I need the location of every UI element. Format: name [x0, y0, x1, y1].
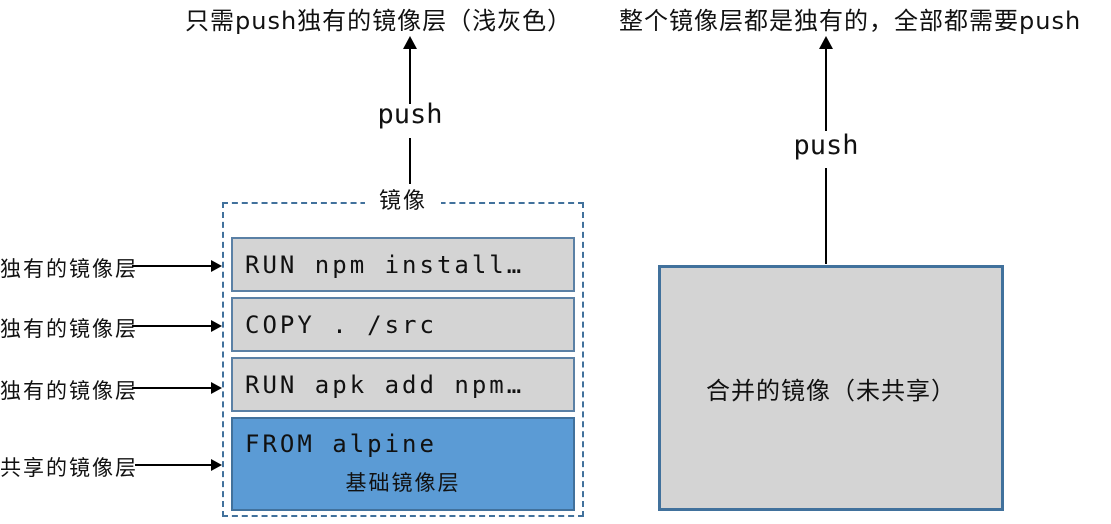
row-arrow-line-3: [132, 387, 212, 389]
right-push-arrow-upper-line: [825, 47, 827, 131]
left-push-arrowhead-icon: [403, 36, 417, 49]
row-label-unique-2: 独有的镜像层: [0, 317, 138, 341]
image-box-title: 镜像: [364, 189, 442, 215]
image-box: 镜像 RUN npm install… COPY . /src RUN apk …: [222, 189, 584, 517]
row-arrowhead-2-icon: [211, 320, 222, 332]
layer-from-alpine: FROM alpine 基础镜像层: [231, 417, 575, 511]
row-arrowhead-3-icon: [211, 382, 222, 394]
row-label-shared: 共享的镜像层: [0, 456, 138, 480]
row-arrowhead-4-icon: [211, 459, 222, 471]
right-push-label: push: [793, 130, 859, 161]
row-arrowhead-1-icon: [211, 260, 222, 272]
row-arrow-line-4: [135, 464, 212, 466]
layer-copy-src: COPY . /src: [231, 297, 575, 352]
merged-image-box: 合并的镜像（未共享）: [658, 265, 1004, 511]
caption-left-push-unique: 只需push独有的镜像层（浅灰色）: [185, 7, 573, 35]
caption-right-push-all: 整个镜像层都是独有的，全部都需要push: [619, 7, 1082, 35]
left-push-arrow-upper-line: [409, 47, 411, 104]
right-push-arrow-lower-line: [825, 168, 827, 264]
row-label-unique-3: 独有的镜像层: [0, 379, 138, 403]
base-layer-code: FROM alpine: [245, 430, 437, 458]
layer-run-npm-install: RUN npm install…: [231, 237, 575, 292]
merged-image-label: 合并的镜像（未共享）: [706, 376, 956, 405]
left-push-arrow-lower-line: [409, 138, 411, 184]
base-layer-sublabel: 基础镜像层: [345, 471, 461, 495]
row-arrow-line-1: [132, 265, 212, 267]
right-push-arrowhead-icon: [819, 36, 833, 49]
row-label-unique-1: 独有的镜像层: [0, 257, 138, 281]
layer-run-apk-add: RUN apk add npm…: [231, 357, 575, 412]
left-push-label: push: [377, 99, 443, 130]
row-arrow-line-2: [132, 325, 212, 327]
